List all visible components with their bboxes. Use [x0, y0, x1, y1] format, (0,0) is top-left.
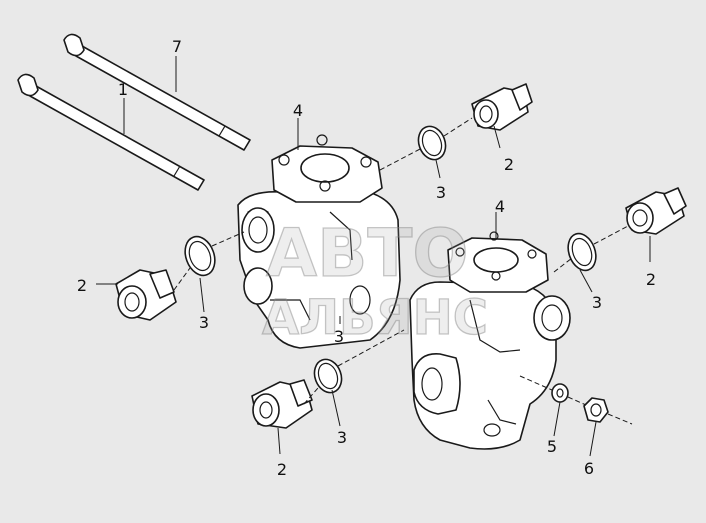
callout-2-top: 2: [504, 155, 514, 174]
washer-5: [551, 383, 569, 403]
nut-6: [583, 397, 609, 423]
callout-5: 5: [547, 437, 557, 456]
callout-4-left: 4: [293, 101, 303, 120]
callout-2-left: 2: [77, 276, 87, 295]
callout-labels: 7 1 4 2 3 4 2 2 3 3 3 3 2 5 6: [77, 37, 656, 479]
o-ring-bottom: [313, 358, 343, 394]
assembly-axes: [173, 117, 633, 425]
leader-lines: [96, 56, 651, 457]
bolt-long-1: [17, 73, 205, 191]
callout-1: 1: [118, 80, 128, 99]
callout-3-left: 3: [199, 313, 209, 332]
valve-body-right: [409, 231, 571, 450]
callout-3-top: 3: [436, 183, 446, 202]
callout-3-right: 3: [592, 293, 602, 312]
o-ring-top: [417, 125, 447, 161]
callout-7: 7: [172, 37, 182, 56]
valve-body-left: [237, 134, 401, 349]
callout-3-center: 3: [334, 327, 344, 346]
callout-2-right: 2: [646, 270, 656, 289]
callout-4-right: 4: [495, 197, 505, 216]
o-ring-left: [184, 235, 216, 277]
callout-6: 6: [584, 459, 594, 478]
callout-3-bottom: 3: [337, 428, 347, 447]
o-ring-right: [567, 232, 597, 272]
watermark-line-2: АЛЬЯНС: [262, 290, 488, 346]
watermark-line-1: АВТО: [266, 215, 469, 292]
bolt-long-7: [63, 33, 251, 151]
fitting-bottom: [251, 379, 313, 429]
fitting-top: [471, 83, 533, 131]
fitting-right: [625, 187, 687, 235]
watermark: АВТО АЛЬЯНС: [261, 214, 488, 346]
fitting-left: [115, 269, 177, 321]
callout-2-bottom: 2: [277, 460, 287, 479]
